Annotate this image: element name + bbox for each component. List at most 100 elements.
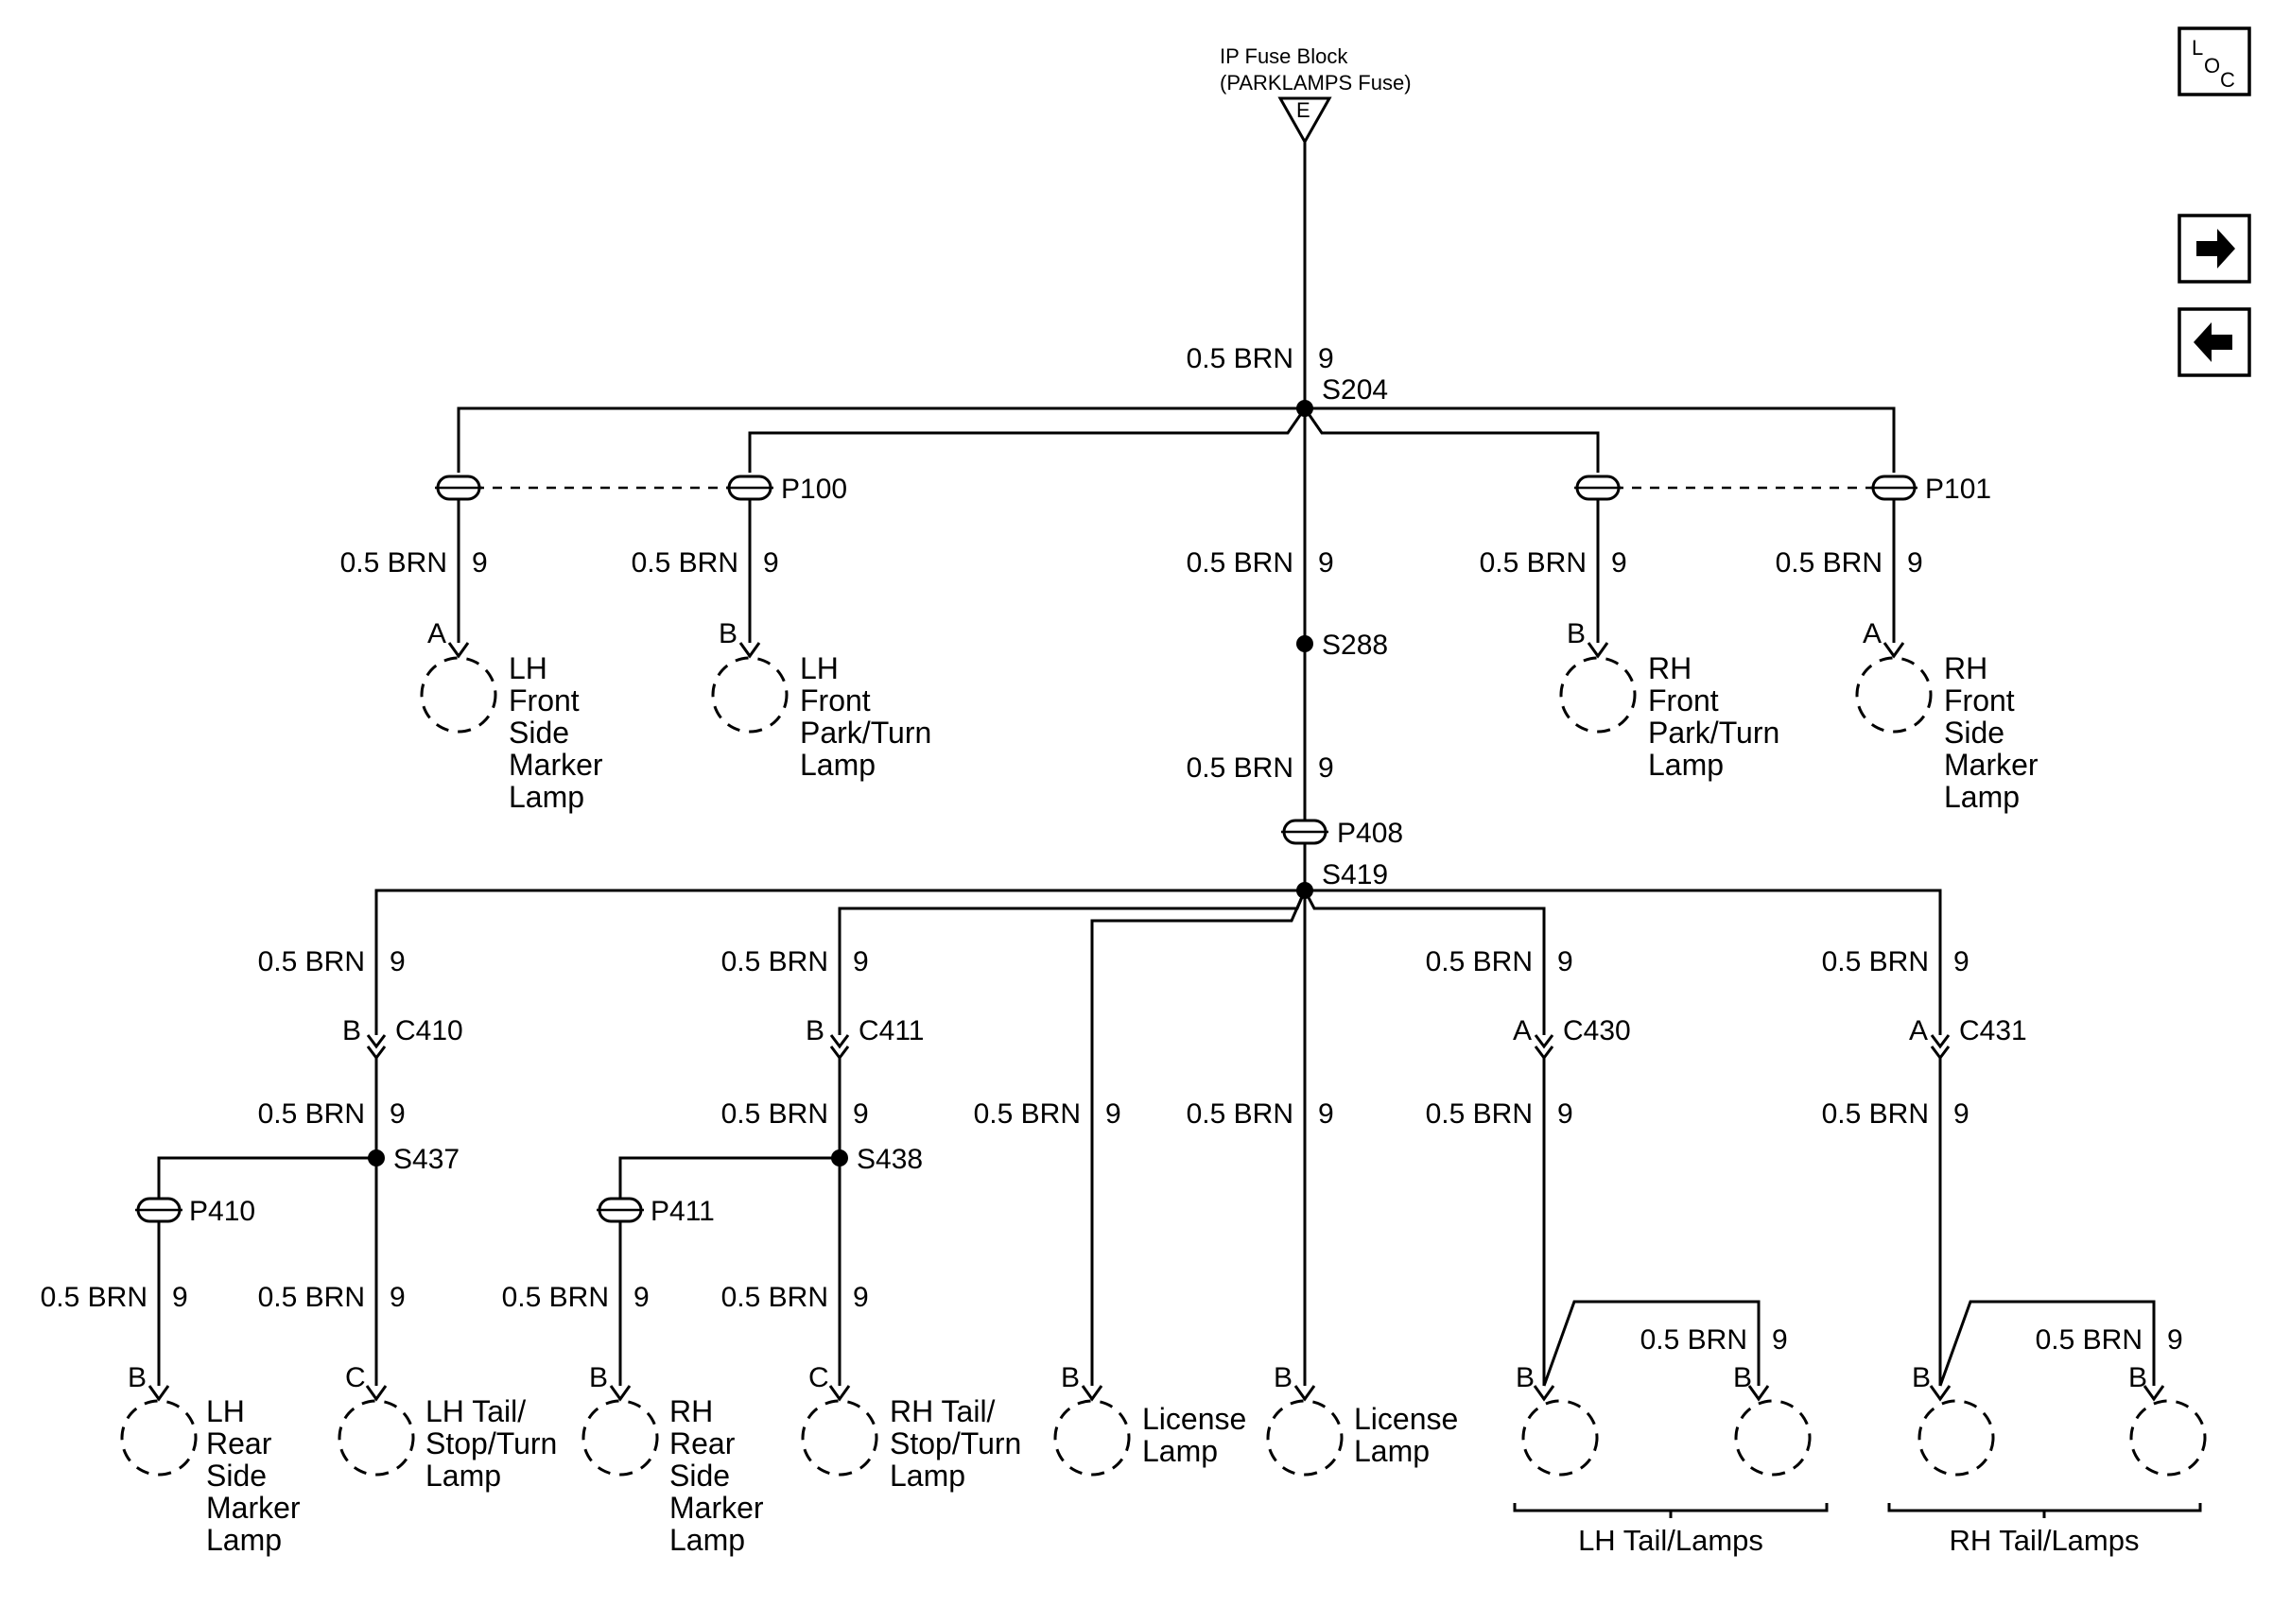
circuit-number: 9 bbox=[633, 1282, 650, 1313]
circuit-number: 9 bbox=[1318, 547, 1334, 579]
wire-color-label: 0.5 BRN bbox=[1480, 547, 1587, 579]
wire-rh-tail-jumper bbox=[1938, 1300, 2156, 1387]
circuit-number: 9 bbox=[390, 1098, 406, 1130]
circuit-number: 9 bbox=[1907, 547, 1923, 579]
splice-label: S204 bbox=[1322, 374, 1388, 406]
connector-label: P411 bbox=[651, 1196, 715, 1227]
circuit-number: 9 bbox=[1611, 547, 1627, 579]
next-page-button[interactable] bbox=[2178, 214, 2251, 284]
lamp-label: Lamp bbox=[425, 1459, 501, 1493]
splice-s419: S419 bbox=[1296, 859, 1388, 899]
connector-c411: B C411 bbox=[806, 1015, 925, 1061]
wire-color-label: 0.5 BRN bbox=[502, 1282, 609, 1313]
wire-color-label: 0.5 BRN bbox=[1822, 946, 1929, 977]
connector-label: P410 bbox=[189, 1196, 255, 1227]
pin-label: B bbox=[128, 1362, 147, 1393]
pin-label: B bbox=[342, 1015, 361, 1046]
loc-letter: L bbox=[2192, 36, 2203, 60]
wire-color-label: 0.5 BRN bbox=[1187, 1098, 1293, 1130]
pin-label: B bbox=[719, 618, 737, 649]
lamp-label: Front bbox=[1648, 683, 1719, 717]
lamp-label: Lamp bbox=[1354, 1434, 1430, 1468]
previous-page-button[interactable] bbox=[2178, 307, 2251, 377]
lamp-label: RH bbox=[1944, 651, 1987, 685]
group-label: LH Tail/Lamps bbox=[1578, 1524, 1763, 1557]
circuit-number: 9 bbox=[1318, 343, 1334, 374]
lamp-label: Lamp bbox=[1648, 748, 1724, 782]
wire-c411-feed bbox=[838, 890, 1307, 1035]
circuit-number: 9 bbox=[172, 1282, 188, 1313]
lamp-label: Lamp bbox=[669, 1523, 745, 1557]
connector-p100: P100 bbox=[726, 474, 847, 505]
pin-label: B bbox=[589, 1362, 608, 1393]
lamp-label: Park/Turn bbox=[1648, 716, 1779, 750]
circuit-number: 9 bbox=[763, 547, 779, 579]
circuit-number: 9 bbox=[1557, 946, 1573, 977]
lamp-rh-front-side-marker: A RH Front Side Marker Lamp bbox=[1855, 618, 2039, 814]
wire-c410-feed bbox=[374, 889, 1305, 1035]
wire-color-label: 0.5 BRN bbox=[258, 1098, 365, 1130]
wire-color-label: 0.5 BRN bbox=[721, 1282, 828, 1313]
wire-color-label: 0.5 BRN bbox=[258, 1282, 365, 1313]
connector-label: C430 bbox=[1563, 1015, 1631, 1046]
lamp-label: Lamp bbox=[206, 1523, 282, 1557]
wire-color-label: 0.5 BRN bbox=[1776, 547, 1883, 579]
circuit-number: 9 bbox=[1557, 1098, 1573, 1130]
wires bbox=[157, 142, 2156, 1387]
circuit-number: 9 bbox=[1772, 1324, 1788, 1356]
wire-license-1 bbox=[1090, 890, 1307, 1386]
connector-p101: P101 bbox=[1870, 474, 1991, 505]
wire-lh-front-park bbox=[748, 407, 1307, 473]
lamp-rh-rear-side-marker: B RH Rear Side Marker Lamp bbox=[581, 1362, 764, 1557]
wire-rh-front-park bbox=[1303, 407, 1600, 473]
pin-label: B bbox=[2128, 1362, 2147, 1393]
splice-s204: S204 bbox=[1296, 374, 1388, 417]
circuit-number: 9 bbox=[853, 946, 869, 977]
wire-color-label: 0.5 BRN bbox=[1187, 547, 1293, 579]
lamp-label: Lamp bbox=[509, 780, 584, 814]
circuit-number: 9 bbox=[1318, 752, 1334, 784]
circuit-number: 9 bbox=[1953, 1098, 1969, 1130]
pin-label: B bbox=[1733, 1362, 1752, 1393]
wire-rh-front-marker bbox=[1305, 406, 1896, 473]
pin-label: B bbox=[1274, 1362, 1293, 1393]
loc-letter: C bbox=[2220, 68, 2235, 92]
lamp-lh-front-side-marker: A LH Front Side Marker Lamp bbox=[420, 618, 603, 814]
pin-label: A bbox=[1909, 1015, 1928, 1046]
circuit-number: 9 bbox=[853, 1098, 869, 1130]
loc-letter: O bbox=[2204, 54, 2220, 78]
wire-color-label: 0.5 BRN bbox=[2036, 1324, 2143, 1356]
lamp-label: Rear bbox=[206, 1426, 272, 1460]
wire-color-label: 0.5 BRN bbox=[1426, 946, 1533, 977]
fuse-terminal-letter: E bbox=[1296, 98, 1310, 122]
connector-p411: P411 bbox=[597, 1196, 715, 1227]
lamp-label: Marker bbox=[669, 1491, 764, 1525]
wire-p411-feed bbox=[618, 1156, 840, 1199]
lh-tail-lamp-1 bbox=[1521, 1399, 1599, 1477]
wire-color-label: 0.5 BRN bbox=[340, 547, 447, 579]
wire-color-label: 0.5 BRN bbox=[1187, 752, 1293, 784]
circuit-number: 9 bbox=[390, 946, 406, 977]
wire-c431-feed bbox=[1305, 889, 1942, 1035]
lh-tail-lamp-2 bbox=[1734, 1399, 1812, 1477]
circuit-number: 9 bbox=[1953, 946, 1969, 977]
arrow-left-icon bbox=[2194, 322, 2232, 362]
wire-color-label: 0.5 BRN bbox=[721, 946, 828, 977]
component-locator-button[interactable]: L O C bbox=[2178, 26, 2251, 96]
connector-label: P101 bbox=[1925, 474, 1991, 505]
lamp-group-lh-tail: B B LH Tail/Lamps bbox=[1513, 1362, 1829, 1557]
connector-c410: B C410 bbox=[342, 1015, 463, 1061]
lamp-license-1: B License Lamp bbox=[1053, 1362, 1246, 1477]
splice-s288: S288 bbox=[1296, 630, 1388, 661]
lamp-label: Stop/Turn bbox=[425, 1426, 557, 1460]
connector-label: P408 bbox=[1337, 818, 1403, 849]
splice-s438: S438 bbox=[831, 1144, 923, 1175]
lamp-group-rh-tail: B B RH Tail/Lamps bbox=[1887, 1362, 2207, 1557]
group-label: RH Tail/Lamps bbox=[1949, 1524, 2139, 1557]
pin-label: B bbox=[1567, 618, 1586, 649]
pin-label: C bbox=[808, 1362, 829, 1393]
rh-tail-lamp-1 bbox=[1917, 1399, 1995, 1477]
wire-color-label: 0.5 BRN bbox=[41, 1282, 147, 1313]
lamp-label: Marker bbox=[206, 1491, 301, 1525]
wire-color-label: 0.5 BRN bbox=[974, 1098, 1081, 1130]
